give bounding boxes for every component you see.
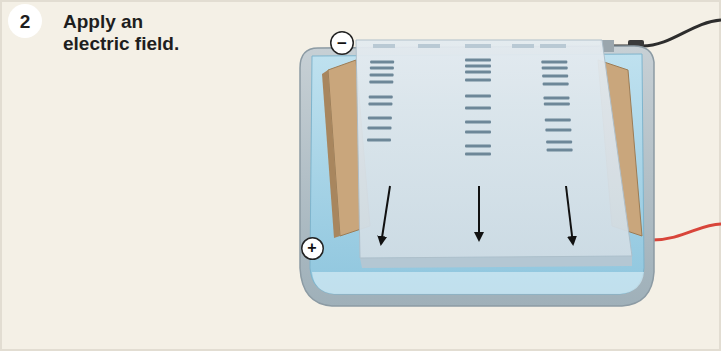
dna-band — [465, 65, 491, 68]
well — [373, 44, 395, 48]
migration-arrow — [566, 186, 573, 244]
dna-band — [465, 95, 491, 98]
dna-band — [465, 153, 491, 156]
circle — [331, 32, 354, 55]
dna-band — [370, 67, 394, 70]
dna-band — [542, 75, 568, 78]
well — [512, 44, 534, 48]
dna-band — [367, 139, 391, 142]
gel-block-side — [322, 70, 340, 238]
well — [465, 44, 491, 48]
dna-band — [545, 119, 571, 122]
symbol-text: 2 — [20, 12, 31, 31]
well — [418, 44, 440, 48]
dna-band — [544, 103, 570, 106]
wells — [373, 44, 566, 48]
dna-band — [546, 141, 572, 144]
buffer-front — [312, 272, 644, 294]
dna-band — [542, 67, 568, 70]
dna-band — [465, 107, 491, 110]
dna-band — [543, 83, 569, 86]
dna-band — [370, 74, 394, 77]
dna-band — [465, 79, 491, 82]
dna-band — [367, 127, 391, 130]
negative-terminal: − — [330, 31, 354, 55]
positive-terminal: + — [301, 237, 324, 260]
migration-arrow — [478, 186, 480, 240]
dna-band — [547, 149, 573, 152]
dna-band — [465, 121, 491, 124]
dna-band — [465, 145, 491, 148]
dna-band — [368, 117, 392, 120]
symbol-text: − — [337, 35, 347, 52]
dna-band — [369, 96, 393, 99]
step-number: 2 — [8, 4, 42, 38]
step-instruction: Apply an electric field. — [63, 11, 213, 55]
dna-band — [545, 129, 571, 132]
dna-band — [368, 103, 392, 106]
migration-arrow — [381, 186, 390, 244]
dna-band — [465, 71, 491, 74]
dna-band — [541, 61, 567, 64]
circle — [8, 4, 42, 38]
agarose-gel — [356, 40, 632, 258]
dna-bands — [367, 59, 573, 156]
symbol-text: + — [307, 240, 316, 256]
dna-band — [370, 61, 394, 64]
dna-band — [369, 81, 393, 84]
dna-band — [465, 59, 491, 62]
dna-band — [543, 97, 569, 100]
circle — [301, 237, 323, 259]
dna-band — [465, 131, 491, 134]
well — [540, 44, 566, 48]
